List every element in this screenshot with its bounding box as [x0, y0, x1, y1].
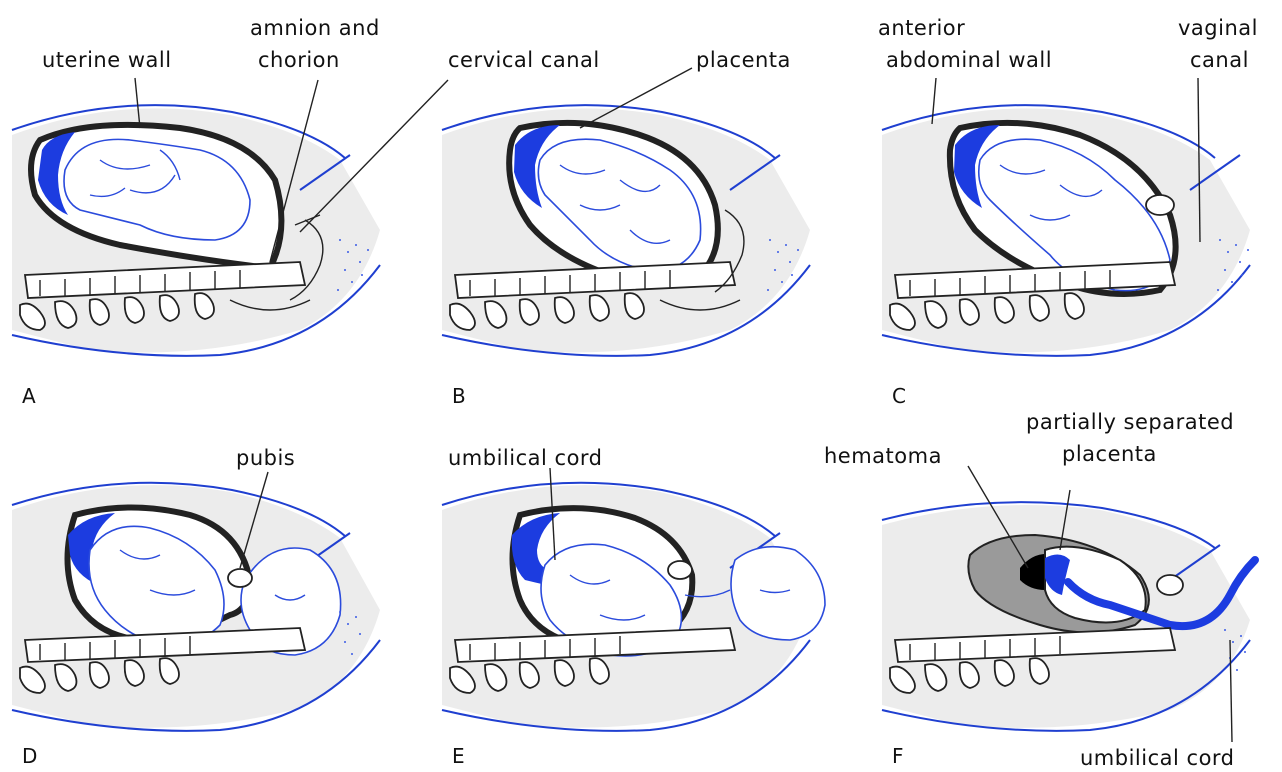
label-placenta: placenta [696, 50, 791, 71]
panel-b: cervical canal placenta B [430, 0, 850, 410]
panel-f: hematoma partially separated placenta um… [870, 400, 1280, 772]
label-pubis: pubis [236, 448, 295, 469]
panel-c: anterior abdominal wall vaginal canal C [870, 0, 1280, 410]
label-amnion-and: amnion and [250, 18, 380, 39]
label-hematoma: hematoma [824, 446, 942, 467]
label-uterine-wall: uterine wall [42, 50, 172, 71]
label-umbilical-cord-f: umbilical cord [1080, 748, 1235, 769]
label-cervical-canal: cervical canal [448, 50, 600, 71]
label-canal: canal [1190, 50, 1249, 71]
label-umbilical-cord-e: umbilical cord [448, 448, 603, 469]
panel-letter-e: E [452, 746, 465, 766]
label-vaginal: vaginal [1178, 18, 1258, 39]
label-partially-separated: partially separated [1026, 412, 1234, 433]
label-abdominal-wall: abdominal wall [886, 50, 1052, 71]
panel-letter-f: F [892, 746, 904, 766]
label-chorion: chorion [258, 50, 340, 71]
panel-d: pubis D [0, 400, 420, 772]
label-placenta-f: placenta [1062, 444, 1157, 465]
panel-d-illustration [0, 400, 420, 772]
label-anterior: anterior [878, 18, 965, 39]
panel-e: umbilical cord E [430, 400, 850, 772]
panel-a: uterine wall amnion and chorion A [0, 0, 420, 410]
panel-letter-d: D [22, 746, 37, 766]
